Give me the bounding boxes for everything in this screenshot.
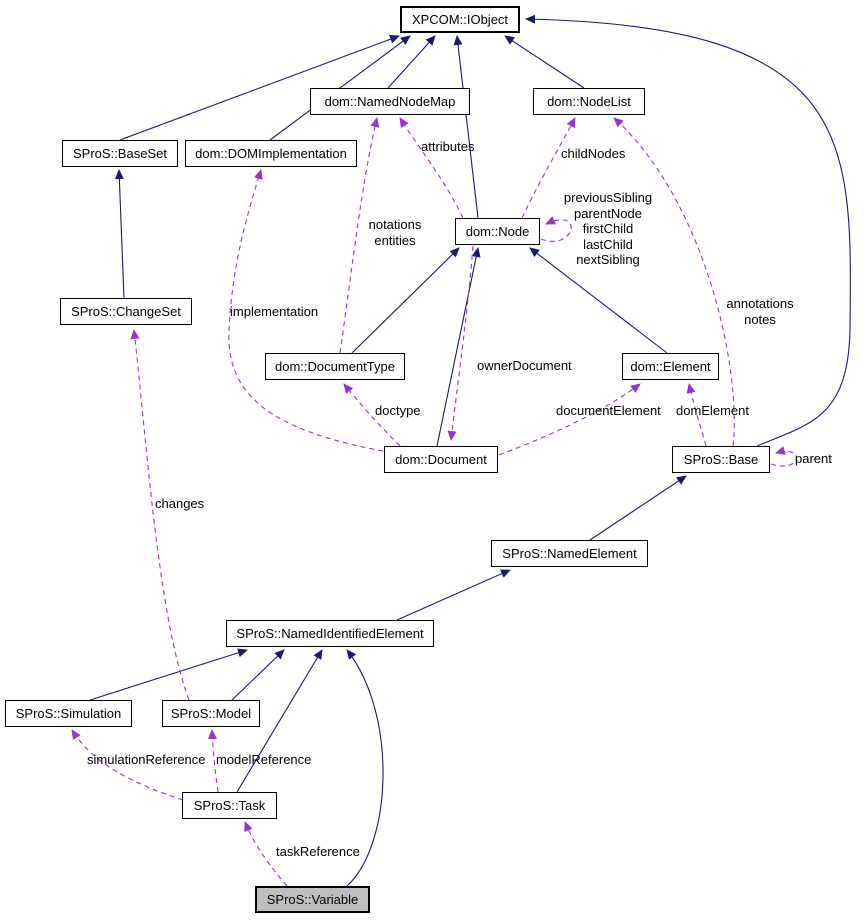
edge-usage-doctype	[343, 383, 401, 447]
edge-usage-documentelement	[498, 383, 641, 456]
node-spros-changeset[interactable]: SProS::ChangeSet	[60, 298, 192, 325]
node-dom-domimplementation[interactable]: dom::DOMImplementation	[185, 140, 357, 167]
edge-label-domelement: domElement	[676, 403, 749, 418]
node-dom-element[interactable]: dom::Element	[622, 353, 719, 380]
edge-inherit-changeset-baseset	[114, 169, 125, 299]
edge-usage-node-self-loop	[540, 216, 572, 242]
edge-usage-ownerdocument	[447, 245, 474, 441]
edge-inherit-node-iobject	[453, 35, 479, 219]
node-spros-baseset[interactable]: SProS::BaseSet	[62, 140, 178, 167]
edge-usage-modelreference	[207, 729, 219, 793]
edge-label-documentelement: documentElement	[556, 403, 661, 418]
edge-label-implementation: implementation	[230, 304, 319, 319]
edge-usage-attributes	[399, 117, 464, 219]
edge-inherit-namedelement-base	[589, 475, 687, 541]
edge-label-changes: changes	[155, 496, 205, 511]
node-spros-base[interactable]: SProS::Base	[672, 446, 770, 473]
edge-label-attributes: attributes	[421, 139, 475, 154]
node-xpcom-iobject[interactable]: XPCOM::IObject	[400, 6, 520, 33]
node-dom-document[interactable]: dom::Document	[384, 446, 498, 473]
edge-inherit-baseset-iobject	[119, 34, 400, 141]
edge-inherit-variable-namedidentifiedelement	[346, 649, 384, 887]
edge-label-simulationreference: simulationReference	[87, 752, 206, 767]
edge-inherit-documenttype-node	[351, 247, 460, 354]
edge-label-taskreference: taskReference	[276, 844, 360, 859]
edge-inherit-base-iobject	[525, 14, 851, 447]
edge-usage-simulationreference	[71, 729, 184, 801]
edge-usage-notations-entities	[339, 117, 380, 354]
node-spros-variable-selected: SProS::Variable	[255, 886, 370, 913]
edge-label-notations-entities: notations entities	[368, 217, 422, 248]
edge-label-modelreference: modelReference	[216, 752, 312, 767]
node-dom-nodelist[interactable]: dom::NodeList	[533, 88, 645, 115]
edge-label-parent: parent	[795, 451, 832, 466]
edge-inherit-document-node	[436, 247, 481, 447]
edge-inherit-nodelist-iobject	[504, 35, 585, 89]
edge-usage-parent-self-loop	[770, 446, 797, 467]
edge-inherit-element-node	[529, 247, 668, 354]
edge-inherit-model-namedidentifiedelement	[231, 649, 285, 701]
node-spros-namedidentifiedelement[interactable]: SProS::NamedIdentifiedElement	[226, 620, 434, 647]
edge-label-annotations-notes: annotations notes	[726, 296, 794, 327]
node-spros-simulation[interactable]: SProS::Simulation	[5, 700, 132, 727]
edge-usage-taskreference	[244, 821, 288, 887]
edge-label-childnodes: childNodes	[561, 146, 626, 161]
edge-usage-domelement	[686, 383, 707, 447]
edge-inherit-task-namedidentifiedelement	[236, 649, 323, 793]
edge-usage-implementation	[228, 169, 384, 452]
node-dom-namednodemap[interactable]: dom::NamedNodeMap	[310, 88, 470, 115]
edge-inherit-namedidentifiedelement-namedelement	[396, 569, 511, 621]
edge-label-node-self-members: previousSibling parentNode firstChild la…	[563, 190, 653, 267]
node-spros-task[interactable]: SProS::Task	[182, 792, 277, 819]
edge-usage-childnodes	[521, 117, 576, 219]
node-dom-documenttype[interactable]: dom::DocumentType	[265, 353, 405, 380]
node-dom-node[interactable]: dom::Node	[455, 218, 540, 245]
edge-label-doctype: doctype	[375, 403, 421, 418]
edge-usage-changes	[130, 329, 190, 701]
node-spros-namedelement[interactable]: SProS::NamedElement	[491, 540, 648, 567]
node-spros-model[interactable]: SProS::Model	[162, 700, 260, 727]
edge-inherit-namednodemap-iobject	[387, 35, 436, 89]
edge-usage-annotations-notes	[613, 117, 735, 447]
edge-inherit-simulation-namedidentifiedelement	[89, 648, 248, 701]
edge-label-ownerdocument: ownerDocument	[477, 358, 572, 373]
